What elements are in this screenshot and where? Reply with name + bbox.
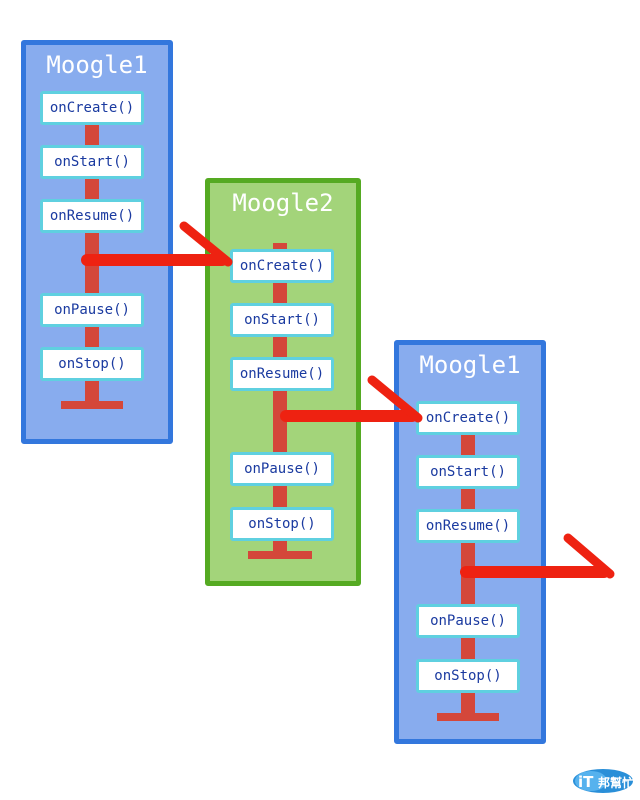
activity-panel-moogle1: Moogle1 onCreate() onStart() onResume() … <box>21 40 173 444</box>
method-oncreate: onCreate() <box>40 91 144 125</box>
ithome-logo-icon: iT 邦幫忙 <box>573 769 634 793</box>
arrow-moogle2-to-moogle1 <box>280 375 423 423</box>
activity-panel-moogle2: Moogle2 onCreate() onStart() onResume() … <box>205 178 361 586</box>
method-oncreate: onCreate() <box>230 249 334 283</box>
lifecycle-end <box>61 401 123 409</box>
svg-text:邦幫忙: 邦幫忙 <box>598 775 634 790</box>
method-onstart: onStart() <box>416 455 520 489</box>
method-onstart: onStart() <box>40 145 144 179</box>
method-onstop: onStop() <box>230 507 334 541</box>
method-onpause: onPause() <box>40 293 144 327</box>
panel-title: Moogle1 <box>46 51 148 79</box>
method-onpause: onPause() <box>230 452 334 486</box>
method-onresume: onResume() <box>230 357 334 391</box>
method-onresume: onResume() <box>40 199 144 233</box>
panel-title: Moogle2 <box>232 189 334 217</box>
method-onpause: onPause() <box>416 604 520 638</box>
activity-panel-moogle1-resumed: Moogle1 onCreate() onStart() onResume() … <box>394 340 546 744</box>
arrow-moogle1-to-moogle2 <box>81 221 233 267</box>
method-onresume: onResume() <box>416 509 520 543</box>
method-onstart: onStart() <box>230 303 334 337</box>
svg-text:iT: iT <box>578 773 594 791</box>
lifecycle-end <box>248 551 312 559</box>
arrow-moogle1-next <box>460 533 615 579</box>
method-onstop: onStop() <box>416 659 520 693</box>
method-onstop: onStop() <box>40 347 144 381</box>
panel-title: Moogle1 <box>419 351 521 379</box>
lifecycle-end <box>437 713 499 721</box>
